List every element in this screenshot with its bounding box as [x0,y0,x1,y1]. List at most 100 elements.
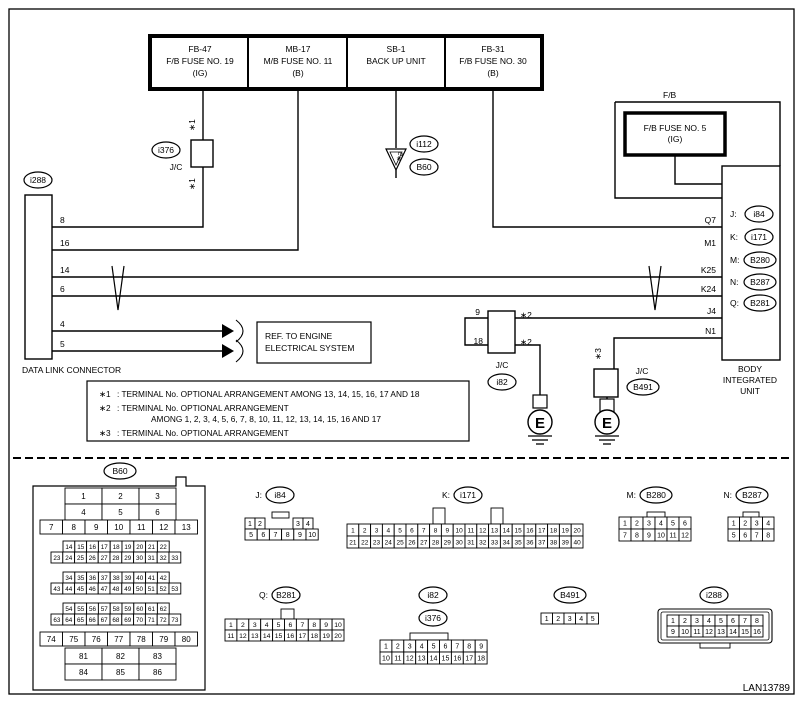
pin-number: 15 [514,527,522,534]
pin-number: 15 [77,544,85,551]
pin-number: 40 [136,575,144,582]
connector-letter: Q: [259,590,268,600]
pin-number: 65 [77,617,85,624]
connector-code: i82 [427,590,439,600]
pin-number: 29 [444,539,452,546]
connector-key [280,608,295,620]
jc-pin: 18 [474,336,484,346]
pin-number: 3 [375,527,379,534]
pin-number: 5 [277,622,281,629]
i288-tab [699,642,731,649]
engine-reference: REF. TO ENGINE ELECTRICAL SYSTEM [222,319,372,364]
jc-star: ∗2 [520,337,532,347]
connector-letter: N: [724,490,733,500]
pin-cell [168,582,182,595]
pin-number: 29 [124,555,132,562]
jc-pin: 9 [475,307,480,317]
pin-cell [168,613,182,626]
pin-number: 14 [729,629,737,636]
pin-number: 8 [766,533,770,540]
pin-number: 6 [743,533,747,540]
pin-number: 15 [442,656,450,663]
jc-star: ∗3 [593,348,603,360]
fuse-box-frame [148,34,544,91]
pin-number: 6 [410,527,414,534]
i112-code2: B60 [416,162,431,172]
pin-number: 22 [361,539,369,546]
bcu-terminal: K25 [701,265,716,275]
connector-i112: ∗2 i112 B60 [385,135,439,176]
pin-number: 1 [81,492,86,501]
connector-badge [409,158,439,176]
pin-number: 86 [153,668,162,677]
pin-cell [678,528,692,542]
pin-number: 4 [766,521,770,528]
pin-number: 2 [241,622,245,629]
pin-number: 49 [124,586,132,593]
notes-frame [86,380,470,442]
pin-number: 1 [248,521,252,528]
connector-badge [265,486,295,504]
jc-connector-code: B491 [633,382,653,392]
connector-key [432,507,446,525]
fuse-fb31-spec: (B) [487,68,499,78]
fuse-sb1-code: SB-1 [387,44,406,54]
pin-number: 63 [53,617,61,624]
pin-number: 10 [308,532,316,539]
pin-number: 27 [420,539,428,546]
pin-number: 4 [265,622,269,629]
pin-number: 4 [579,616,583,623]
pin-number: 37 [538,539,546,546]
ground-label: E [602,415,612,432]
pin-number: 35 [77,575,85,582]
bcu-terminal: K24 [701,284,716,294]
pin-number: 13 [491,527,499,534]
connector-code: B281 [276,590,296,600]
outer-frame [8,8,795,695]
pin-number: 14 [263,633,271,640]
connector-code: i376 [425,613,441,623]
connector-badge [743,294,777,312]
fuse-fb47-spec: (IG) [193,68,208,78]
pin-number: 7 [49,523,54,532]
fb-fuse5-name: F/B FUSE NO. 5 [644,123,707,133]
jc-label: J/C [636,366,649,376]
pin-number: 61 [148,606,156,613]
pin-number: 75 [69,635,78,644]
ref-line2: ELECTRICAL SYSTEM [265,343,354,353]
bcu-conn-code: B287 [750,277,770,287]
pin-number: 84 [79,668,88,677]
fuse-fb47-name: F/B FUSE NO. 19 [166,56,234,66]
pin-number: 26 [89,555,97,562]
pin-number: 3 [253,622,257,629]
jc-connector-code: i376 [158,145,174,155]
fuse-mb17-code: MB-17 [285,44,310,54]
pin-cell [474,651,488,665]
pin-number: 70 [136,617,144,624]
bcu-conn-letter: J: [730,209,737,219]
connector-code: i171 [460,490,476,500]
pin-number: 37 [101,575,109,582]
pin-number: 57 [101,606,109,613]
pin-number: 8 [467,644,471,651]
connector-badge [744,228,774,246]
connector-bracket [235,319,244,343]
fuse-mb17-spec: (B) [292,68,304,78]
jc-box [190,139,214,168]
connector-code: B491 [560,590,580,600]
pin-number: 8 [635,533,639,540]
pin-number: 11 [137,523,146,532]
bcu-conn-code: B281 [750,298,770,308]
pin-number: 39 [124,575,132,582]
pin-number: 21 [148,544,156,551]
bcu-name: INTEGRATED [723,375,777,385]
pin-number: 11 [669,533,676,540]
connector-code: B280 [646,490,666,500]
pin-number: 20 [573,527,581,534]
bcu-terminal: Q7 [705,215,717,225]
connector-badge [699,586,729,604]
pin-cell [762,528,775,542]
pin-number: 18 [550,527,558,534]
connector-latch [409,632,449,641]
connector-letter: K: [442,490,450,500]
